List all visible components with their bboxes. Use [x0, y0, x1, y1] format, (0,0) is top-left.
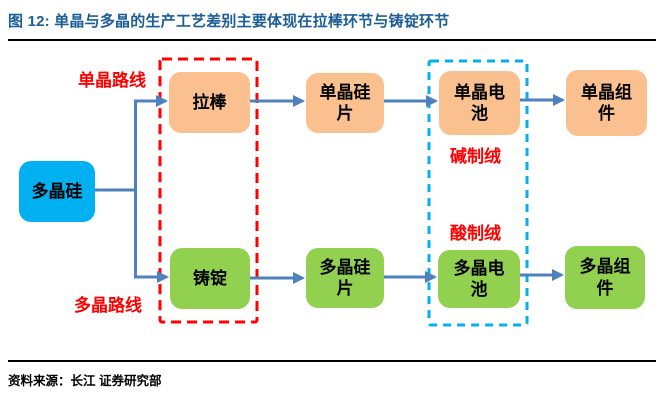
node-mono-wafer: 单晶硅片 [306, 73, 384, 133]
node-pull-rod: 拉棒 [169, 72, 250, 133]
top-divider [8, 39, 656, 41]
figure-title: 图 12: 单晶与多晶的生产工艺差别主要体现在拉棒环节与铸锭环节 [8, 13, 450, 30]
alkali-texturing-label: 碱制绒 [450, 147, 501, 166]
node-poly-cell: 多晶电池 [438, 250, 520, 308]
poly-route-label: 多晶路线 [74, 296, 142, 315]
acid-texturing-label: 酸制绒 [450, 224, 501, 243]
bottom-divider [8, 360, 656, 362]
source-note: 资料来源：长江 证券研究部 [8, 374, 162, 388]
node-poly-wafer: 多晶硅片 [306, 248, 384, 308]
node-mono-module: 单晶组件 [566, 70, 647, 136]
node-mono-cell: 单晶电池 [439, 71, 520, 135]
mono-poly-diff-outline-red [158, 57, 259, 324]
node-cast-ingot: 铸锭 [170, 248, 250, 309]
node-poly-module: 多晶组件 [565, 246, 645, 309]
node-polysilicon: 多晶硅 [19, 161, 95, 222]
cell-texturing-outline-cyan [427, 59, 529, 327]
mono-route-label: 单晶路线 [78, 71, 146, 90]
